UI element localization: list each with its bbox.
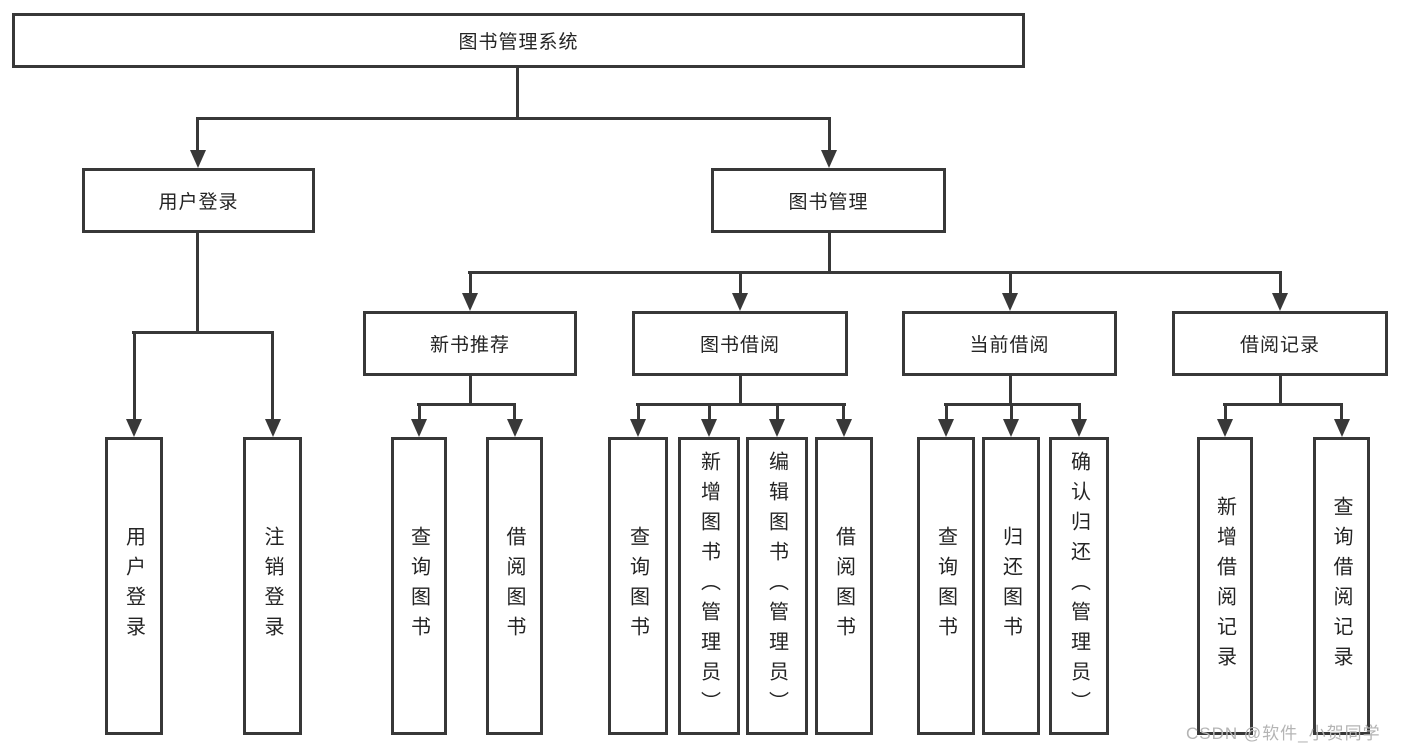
node-current-borrowing: 当前借阅 bbox=[902, 311, 1117, 376]
connector-hline bbox=[468, 271, 1282, 274]
connector-vline bbox=[739, 272, 742, 297]
connector-vline bbox=[1279, 272, 1282, 297]
leaf-borrow-books-recommend: 借阅图书 bbox=[486, 437, 543, 735]
leaf-confirm-return-admin: 确认归还（管理员） bbox=[1049, 437, 1109, 735]
leaf-label: 注销登录 bbox=[261, 526, 283, 646]
connector-vline bbox=[828, 233, 831, 273]
arrow-down-icon bbox=[1217, 419, 1233, 437]
node-label: 当前借阅 bbox=[969, 335, 1050, 356]
leaf-query-borrow-record: 查询借阅记录 bbox=[1313, 437, 1370, 735]
connector-vline bbox=[469, 272, 472, 297]
connector-vline bbox=[1010, 404, 1013, 425]
arrow-down-icon bbox=[732, 293, 748, 311]
leaf-label: 用户登录 bbox=[122, 526, 145, 646]
connector-vline bbox=[637, 404, 640, 425]
leaf-label: 借阅图书 bbox=[832, 526, 855, 646]
leaf-add-borrow-record: 新增借阅记录 bbox=[1197, 437, 1253, 735]
leaf-return-books: 归还图书 bbox=[982, 437, 1040, 735]
arrow-down-icon bbox=[821, 150, 837, 168]
connector-vline bbox=[1279, 376, 1282, 405]
node-label: 图书管理系统 bbox=[458, 32, 579, 53]
leaf-label: 借阅图书 bbox=[503, 526, 525, 646]
node-label: 图书借阅 bbox=[699, 335, 780, 356]
node-new-book-recommend: 新书推荐 bbox=[363, 311, 577, 376]
arrow-down-icon bbox=[462, 293, 478, 311]
connector-vline bbox=[842, 404, 845, 425]
arrow-down-icon bbox=[1002, 293, 1018, 311]
connector-hline bbox=[417, 403, 516, 406]
connector-vline bbox=[469, 376, 472, 405]
leaf-logout: 注销登录 bbox=[243, 437, 302, 735]
leaf-edit-book-admin: 编辑图书（管理员） bbox=[746, 437, 808, 735]
connector-hline bbox=[132, 331, 274, 334]
leaf-query-books-current: 查询图书 bbox=[917, 437, 975, 735]
leaf-query-books-recommend: 查询图书 bbox=[391, 437, 447, 735]
leaf-label: 编辑图书（管理员） bbox=[765, 451, 788, 721]
connector-vline bbox=[776, 404, 779, 425]
connector-vline bbox=[739, 376, 742, 405]
leaf-query-books-borrowing: 查询图书 bbox=[608, 437, 668, 735]
connector-hline bbox=[636, 403, 846, 406]
node-borrow-records: 借阅记录 bbox=[1172, 311, 1388, 376]
arrow-down-icon bbox=[630, 419, 646, 437]
connector-vline bbox=[1078, 404, 1081, 425]
leaf-label: 确认归还（管理员） bbox=[1067, 451, 1090, 721]
leaf-label: 新增图书（管理员） bbox=[697, 451, 720, 721]
node-book-management: 图书管理 bbox=[711, 168, 946, 233]
connector-vline bbox=[133, 331, 136, 423]
connector-vline bbox=[1009, 376, 1012, 405]
connector-vline bbox=[945, 404, 948, 425]
connector-vline bbox=[513, 404, 516, 425]
node-label: 图书管理 bbox=[788, 192, 869, 213]
arrow-down-icon bbox=[190, 150, 206, 168]
csdn-watermark: CSDN @软件_小贺同学 bbox=[1186, 724, 1381, 743]
connector-hline bbox=[1223, 403, 1343, 406]
leaf-label: 查询图书 bbox=[626, 526, 649, 646]
leaf-label: 查询图书 bbox=[934, 526, 957, 646]
connector-vline bbox=[1340, 404, 1343, 425]
arrow-down-icon bbox=[1003, 419, 1019, 437]
leaf-borrow-books: 借阅图书 bbox=[815, 437, 873, 735]
connector-vline bbox=[516, 68, 519, 118]
node-user-login: 用户登录 bbox=[82, 168, 315, 233]
connector-vline bbox=[196, 233, 199, 333]
connector-hline bbox=[196, 117, 831, 120]
node-label: 用户登录 bbox=[158, 192, 239, 213]
connector-vline bbox=[418, 404, 421, 425]
connector-vline bbox=[196, 118, 199, 154]
node-label: 借阅记录 bbox=[1239, 335, 1320, 356]
arrow-down-icon bbox=[938, 419, 954, 437]
connector-vline bbox=[708, 404, 711, 425]
leaf-label: 归还图书 bbox=[999, 526, 1022, 646]
arrow-down-icon bbox=[507, 419, 523, 437]
leaf-label: 查询借阅记录 bbox=[1330, 496, 1352, 676]
leaf-add-book-admin: 新增图书（管理员） bbox=[678, 437, 740, 735]
arrow-down-icon bbox=[836, 419, 852, 437]
node-library-management-system: 图书管理系统 bbox=[12, 13, 1025, 68]
arrow-down-icon bbox=[769, 419, 785, 437]
arrow-down-icon bbox=[265, 419, 281, 437]
connector-vline bbox=[1224, 404, 1227, 425]
leaf-label: 新增借阅记录 bbox=[1213, 496, 1236, 676]
arrow-down-icon bbox=[1334, 419, 1350, 437]
arrow-down-icon bbox=[1272, 293, 1288, 311]
connector-vline bbox=[1009, 272, 1012, 297]
arrow-down-icon bbox=[1071, 419, 1087, 437]
arrow-down-icon bbox=[701, 419, 717, 437]
connector-vline bbox=[271, 331, 274, 423]
arrow-down-icon bbox=[411, 419, 427, 437]
node-book-borrowing: 图书借阅 bbox=[632, 311, 848, 376]
node-label: 新书推荐 bbox=[429, 335, 510, 356]
connector-vline bbox=[828, 118, 831, 154]
leaf-user-login: 用户登录 bbox=[105, 437, 163, 735]
leaf-label: 查询图书 bbox=[407, 526, 430, 646]
arrow-down-icon bbox=[126, 419, 142, 437]
